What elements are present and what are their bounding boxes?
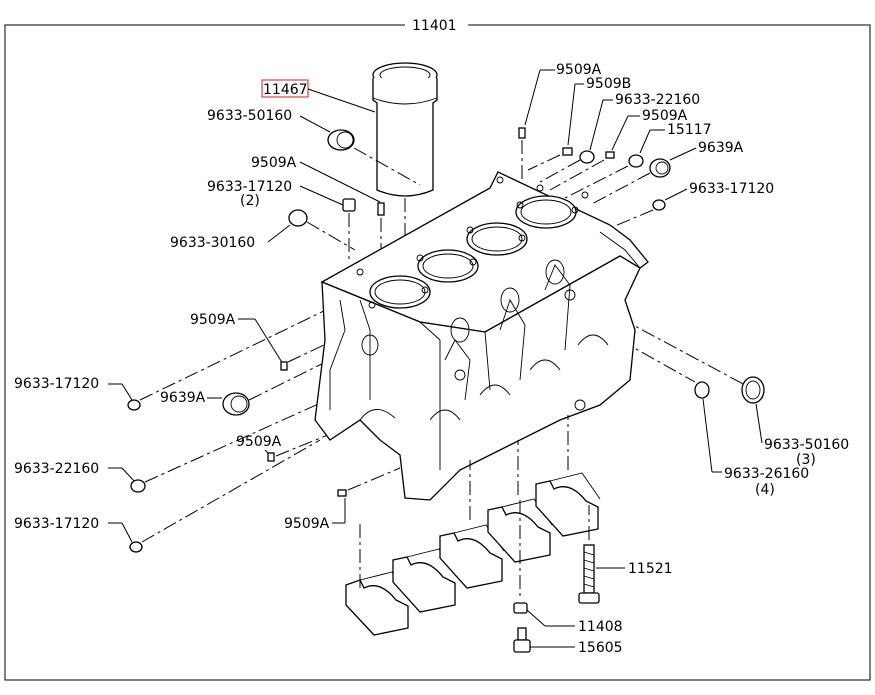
label-9509A-bottom[interactable]: 9509A (284, 516, 330, 532)
bearing-cap-1 (345, 520, 411, 636)
label-22160-top[interactable]: 9633-22160 (615, 92, 700, 108)
label-50160-right[interactable]: 9633-50160 (764, 437, 849, 453)
label-17120-left[interactable]: 9633-17120 (14, 376, 99, 392)
label-9639A-left[interactable]: 9639A (160, 390, 206, 406)
label-9509A-mid[interactable]: 9509A (190, 312, 236, 328)
assembly-frame: 11401 (4, 18, 871, 681)
label-liner[interactable]: 11467 (263, 82, 308, 98)
right-top-parts: 9509A 9509B 9633-22160 9509A 15117 9639A… (518, 62, 774, 229)
label-9639A-right[interactable]: 9639A (698, 140, 744, 156)
bottom-fasteners: 11521 11408 15605 (513, 500, 673, 656)
label-assembly[interactable]: 11401 (412, 18, 457, 34)
engine-block (314, 171, 649, 501)
label-17120-left-top[interactable]: 9633-17120 (207, 179, 292, 195)
label-30160[interactable]: 9633-30160 (170, 235, 255, 251)
bearing-caps (345, 415, 601, 636)
bearing-cap-3 (439, 460, 505, 589)
right-side-parts: 9633-50160 (3) 9633-26160 (4) (619, 317, 849, 498)
liner-label-highlight (261, 79, 309, 98)
label-9509A-top2[interactable]: 9509A (642, 108, 688, 124)
label-50160-right-qty[interactable]: (3) (796, 452, 816, 468)
label-26160-qty[interactable]: (4) (755, 482, 775, 498)
label-11521[interactable]: 11521 (628, 561, 673, 577)
label-9509B[interactable]: 9509B (586, 76, 631, 92)
label-9509A-top[interactable]: 9509A (556, 62, 602, 78)
label-26160[interactable]: 9633-26160 (724, 466, 809, 482)
label-17120-right[interactable]: 9633-17120 (689, 181, 774, 197)
label-17120-left-top-qty[interactable]: (2) (240, 193, 260, 209)
label-15117[interactable]: 15117 (667, 122, 712, 138)
bearing-cap-4 (487, 440, 553, 563)
left-lower-parts: 9509A 9633-17120 9639A 9509A 9633-22160 … (14, 307, 401, 553)
left-plugs: 9633-50160 9509A 9633-17120 (2) 9633-301… (170, 108, 421, 268)
label-17120-bottom[interactable]: 9633-17120 (14, 516, 99, 532)
label-50160-top[interactable]: 9633-50160 (207, 108, 292, 124)
label-9509A-low[interactable]: 9509A (236, 434, 282, 450)
label-22160-left[interactable]: 9633-22160 (14, 461, 99, 477)
label-15605[interactable]: 15605 (578, 640, 623, 656)
label-9509A-left-top[interactable]: 9509A (251, 155, 297, 171)
label-11408[interactable]: 11408 (578, 619, 623, 635)
bearing-cap-5 (535, 415, 601, 537)
